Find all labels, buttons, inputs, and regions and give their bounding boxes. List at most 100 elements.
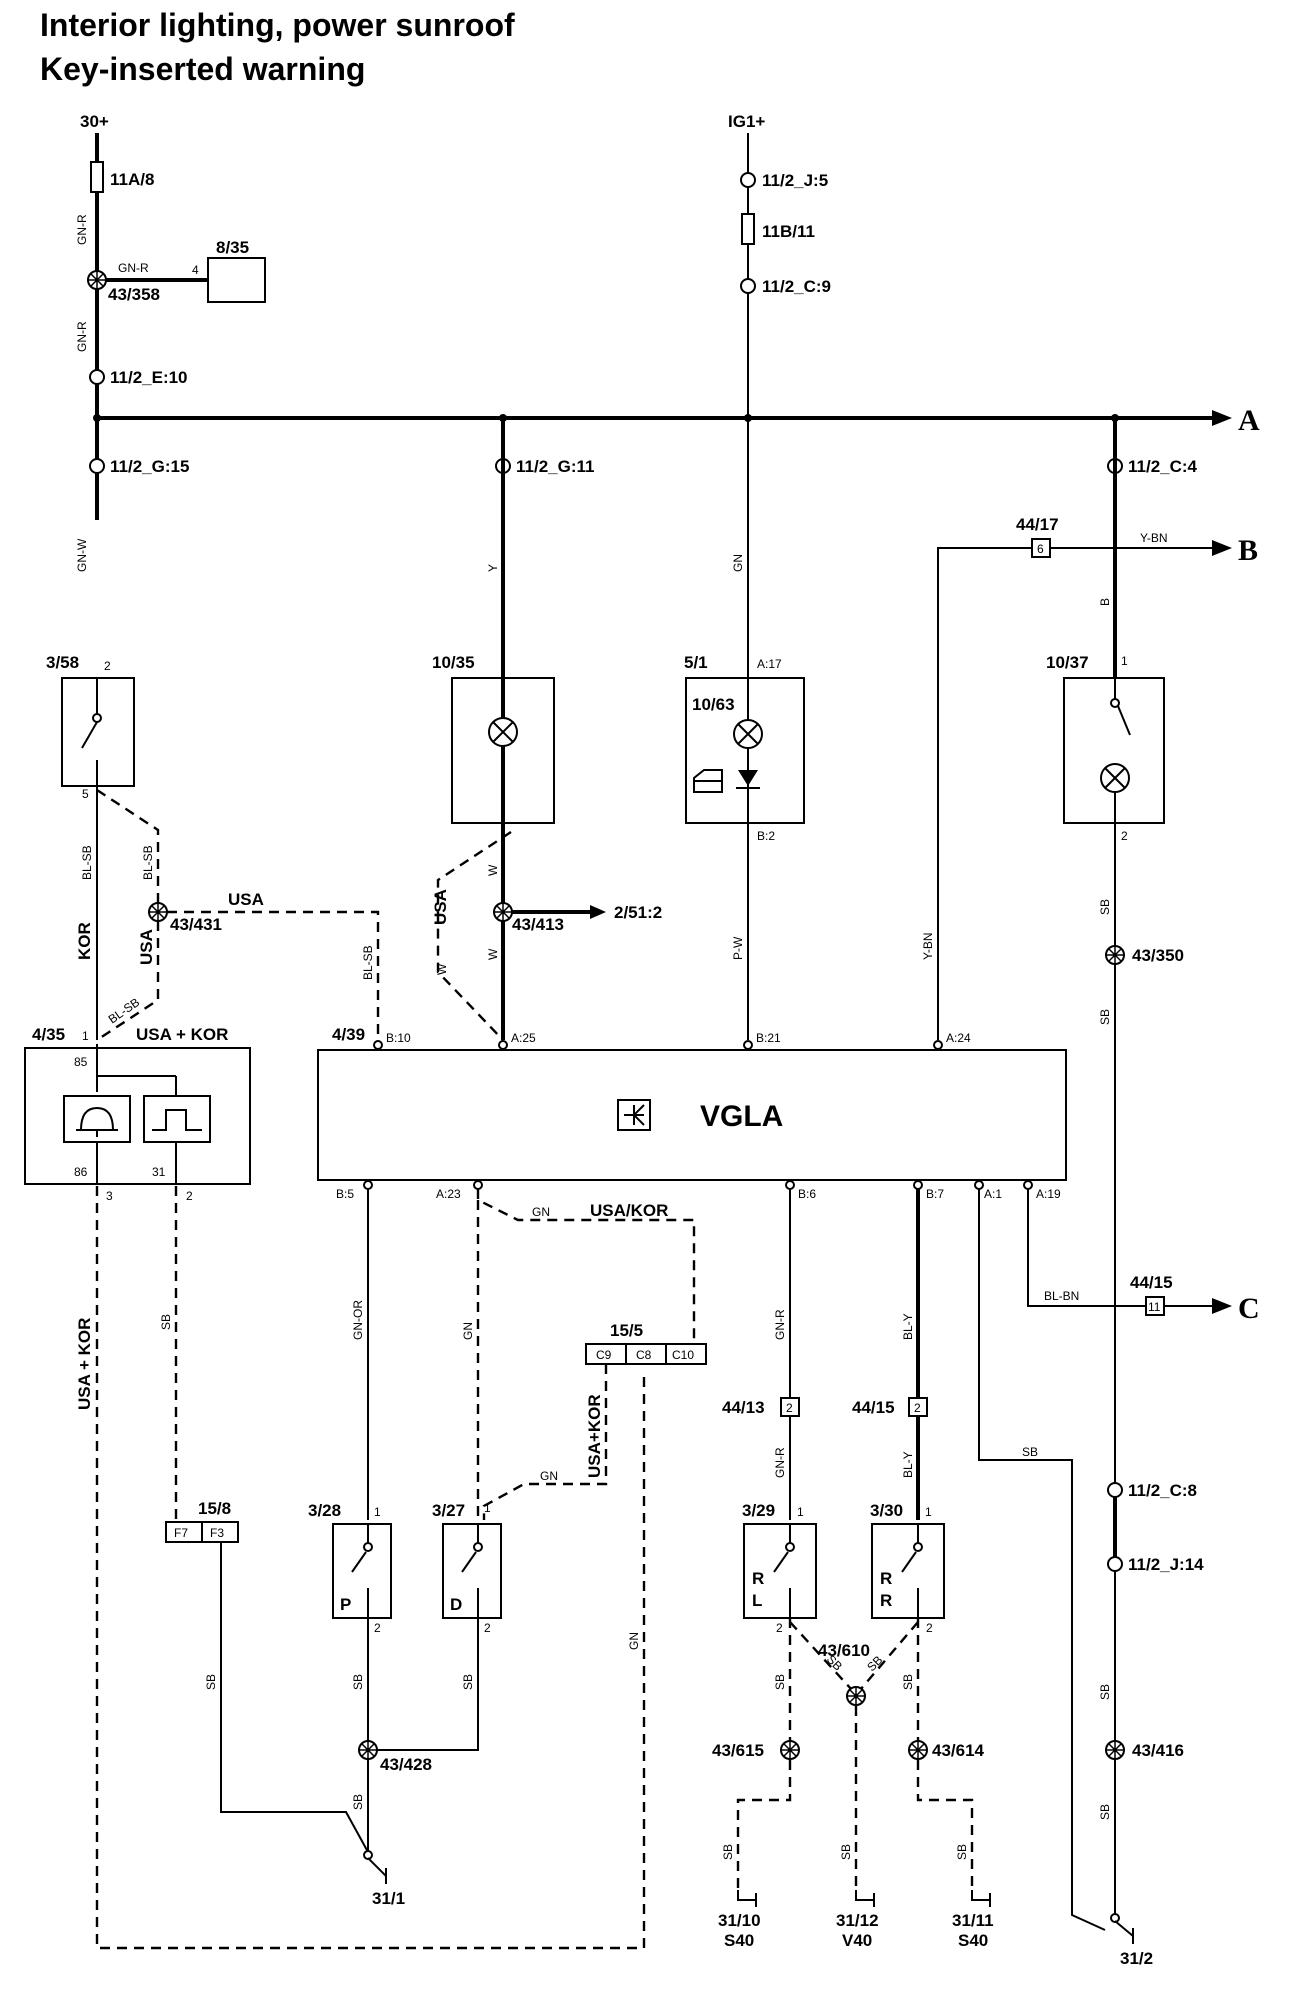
- wc-ybn-v: Y-BN: [921, 932, 935, 960]
- conn-15-8-f7-label: F7: [174, 1526, 188, 1540]
- splice-43-614-label: 43/614: [932, 1741, 985, 1760]
- wc-blsb-1: BL-SB: [80, 845, 94, 880]
- wc-sb-4-35: SB: [159, 1314, 173, 1330]
- market-usa-kor-1: USA/KOR: [590, 1201, 668, 1220]
- arrow-a: [1212, 410, 1232, 426]
- pin-4-35-86: 86: [74, 1165, 88, 1179]
- pin-4-35-1: 1: [82, 1029, 89, 1043]
- pin-3-28-2: 2: [374, 1621, 381, 1635]
- conn-j14: [1107, 1556, 1123, 1572]
- splice-43-431-label: 43/431: [170, 915, 222, 934]
- component-5-1: [685, 677, 805, 824]
- conn-15-5-c10-label: C10: [672, 1348, 694, 1362]
- pin-3-29-2: 2: [776, 1621, 783, 1635]
- pin-3-58-5: 5: [82, 787, 89, 801]
- pin-dot-b6: [785, 1180, 795, 1190]
- switch-3-29-tag2: L: [752, 1591, 762, 1610]
- splice-43-615-mark: [781, 1741, 799, 1759]
- wc-sb-3-30: SB: [901, 1674, 915, 1690]
- component-4-35: [24, 1047, 251, 1185]
- arrow-2-51-2: [590, 905, 606, 919]
- splice-43-416-label: 43/416: [1132, 1741, 1184, 1760]
- wc-gnr-2: GN-R: [118, 261, 149, 275]
- pin-3-27-2: 2: [484, 1621, 491, 1635]
- ground-31-12-label: 31/12: [836, 1911, 879, 1930]
- wire-4-35-ground-loop: [95, 1186, 646, 1950]
- pin-3-27-1: 1: [484, 1501, 491, 1515]
- pin-b7: B:7: [926, 1187, 944, 1201]
- pin-8-35-4: 4: [192, 263, 199, 277]
- wc-sb-416: SB: [1098, 1684, 1112, 1700]
- pin-dot-a24: [933, 1040, 943, 1050]
- diagram-title: Interior lighting, power sunroof: [40, 7, 515, 43]
- splice-43-615-label: 43/615: [712, 1741, 764, 1760]
- pin-10-37-1: 1: [1121, 654, 1128, 668]
- wire-a23-gn: [476, 1189, 696, 1340]
- splice-43-413-mark: [494, 903, 512, 921]
- wire-sb-614: [916, 1760, 974, 1890]
- splice-43-350-mark: [1106, 946, 1124, 964]
- pin-a25: A:25: [511, 1031, 536, 1045]
- module-vgla: [317, 1049, 1067, 1181]
- pin-b5: B:5: [336, 1187, 354, 1201]
- ref-c-label: C: [1238, 1292, 1260, 1325]
- wc-y: Y: [486, 564, 500, 572]
- module-name: VGLA: [700, 1100, 783, 1133]
- wire-15-8-to-31-1: [220, 1542, 369, 1853]
- splice-43-610-label: 43/610: [818, 1641, 870, 1660]
- market-usa-kor-3: USA+KOR: [585, 1394, 604, 1478]
- component-5-1-label: 5/1: [684, 653, 708, 672]
- switch-3-30-tag1: R: [880, 1569, 892, 1588]
- splice-43-610-mark: [847, 1687, 865, 1705]
- ref-b-label: B: [1238, 534, 1258, 567]
- pin-a19: A:19: [1036, 1187, 1061, 1201]
- component-8-35: [207, 257, 266, 303]
- conn-15-5-c10: [665, 1343, 707, 1365]
- wc-gn-ig: GN: [731, 554, 745, 572]
- wire-sb-3-27: [377, 1618, 479, 1751]
- pin-3-58-2: 2: [104, 659, 111, 673]
- pin-5-1-a17: A:17: [757, 657, 782, 671]
- component-8-35-label: 8/35: [216, 238, 249, 257]
- conn-j14-label: 11/2_J:14: [1128, 1555, 1204, 1574]
- pin-4-35-85: 85: [74, 1055, 88, 1069]
- ground-31-10-icon: [737, 1890, 757, 1907]
- fuse-11b11: [741, 213, 755, 245]
- wc-b: B: [1098, 598, 1112, 606]
- conn-c9: [740, 278, 756, 294]
- wc-w-2: W: [486, 864, 500, 876]
- splice-43-428-mark: [359, 1741, 377, 1759]
- conn-44-15a-pin: 11: [1148, 1300, 1161, 1314]
- wc-blsb-3: BL-SB: [361, 945, 375, 980]
- ref-2-51-2: 2/51:2: [614, 903, 662, 922]
- component-10-37-label: 10/37: [1046, 653, 1089, 672]
- wc-blbn: BL-BN: [1044, 1289, 1079, 1303]
- pulse-icon: [152, 1109, 202, 1131]
- switch-3-30: [871, 1523, 945, 1619]
- wc-gn-3-27: GN: [461, 1322, 475, 1340]
- splice-43-416-mark: [1106, 1741, 1124, 1759]
- pin-5-1-b2: B:2: [757, 829, 775, 843]
- component-4-35-label: 4/35: [32, 1025, 65, 1044]
- ground-31-11-label: 31/11: [952, 1911, 994, 1930]
- pin-a23: A:23: [436, 1187, 461, 1201]
- ground-31-10-label: 31/10: [718, 1911, 761, 1930]
- arrow-b: [1212, 540, 1232, 556]
- door-icon: [693, 769, 723, 793]
- wc-gn-3-27b: GN: [540, 1469, 558, 1483]
- buzzer-icon: [76, 1106, 118, 1137]
- ground-31-1-point: [363, 1850, 373, 1860]
- lamp-x-10-37: [1104, 767, 1126, 789]
- splice-43-431-mark: [149, 903, 167, 921]
- wc-sb-428: SB: [351, 1794, 365, 1810]
- wc-sb-610c: SB: [839, 1844, 853, 1860]
- conn-e10-label: 11/2_E:10: [110, 368, 188, 387]
- arrow-c: [1212, 1298, 1232, 1314]
- conn-g15-label: 11/2_G:15: [110, 457, 189, 476]
- market-usa-1: USA: [228, 890, 264, 909]
- pin-dot-b10: [373, 1040, 383, 1050]
- wc-blsb-2: BL-SB: [141, 845, 155, 880]
- splice-43-350-label: 43/350: [1132, 946, 1184, 965]
- wc-sb-3-27: SB: [461, 1674, 475, 1690]
- pin-dot-a25: [498, 1040, 508, 1050]
